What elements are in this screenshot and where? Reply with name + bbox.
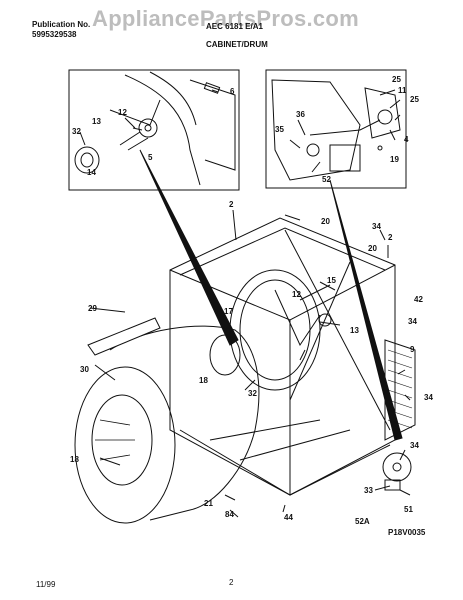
callout-19: 19: [390, 155, 399, 164]
publication-number: 5995329538: [32, 30, 77, 39]
inset-box-left: [68, 69, 240, 191]
drum-baffle: [87, 317, 161, 356]
callout-84: 84: [225, 510, 234, 519]
callout-14: 14: [87, 168, 96, 177]
callout-34: 34: [424, 393, 433, 402]
section-title: CABINET/DRUM: [206, 40, 268, 49]
callout-13: 13: [92, 117, 101, 126]
publication-label: Publication No.: [32, 20, 91, 29]
callout-44: 44: [284, 513, 293, 522]
motor-switch: [329, 144, 361, 172]
callout-25: 25: [392, 75, 401, 84]
callout-52: 52: [322, 175, 331, 184]
callout-4: 4: [404, 135, 409, 144]
callout-5: 5: [148, 153, 153, 162]
callout-25: 25: [410, 95, 419, 104]
callout-32: 32: [72, 127, 81, 136]
callout-20: 20: [321, 217, 330, 226]
drum-support-roller: [138, 118, 158, 138]
drum: [109, 325, 260, 521]
callout-2: 2: [229, 200, 234, 209]
callout-21: 21: [204, 499, 213, 508]
callout-12: 12: [292, 290, 301, 299]
drum-front-opening: [74, 366, 176, 524]
callout-13: 13: [350, 326, 359, 335]
callout-20: 20: [368, 244, 377, 253]
callout-29: 29: [88, 304, 97, 313]
callout-51: 51: [404, 505, 413, 514]
model-number: AEC 6181 E/A1: [206, 22, 263, 31]
footer-date: 11/99: [36, 580, 56, 589]
drum-rear-bulkhead: [229, 269, 321, 391]
inset-box-right: [265, 69, 407, 189]
callout-34: 34: [410, 441, 419, 450]
callout-42: 42: [414, 295, 423, 304]
callout-34: 34: [408, 317, 417, 326]
callout-2: 2: [388, 233, 393, 242]
callout-11: 11: [398, 86, 407, 95]
callout-18: 18: [199, 376, 208, 385]
callout-35: 35: [275, 125, 284, 134]
callout-17: 17: [224, 307, 233, 316]
callout-15: 15: [327, 276, 336, 285]
watermark: AppliancePartsPros.com: [92, 6, 360, 31]
callout-18: 18: [70, 455, 79, 464]
callout-34: 34: [372, 222, 381, 231]
callout-9: 9: [410, 345, 415, 354]
callout-32: 32: [248, 389, 257, 398]
diagram-code: P18V0035: [388, 528, 426, 537]
callout-30: 30: [80, 365, 89, 374]
callout-52a: 52A: [355, 517, 370, 526]
callout-6: 6: [230, 87, 235, 96]
callout-36: 36: [296, 110, 305, 119]
idler-pulley: [306, 143, 320, 157]
callout-33: 33: [364, 486, 373, 495]
cabinet-frame: [169, 217, 396, 496]
idler-assembly: [382, 452, 412, 482]
page-number: 2: [229, 578, 234, 587]
callout-12: 12: [118, 108, 127, 117]
rear-bearing: [74, 146, 100, 174]
